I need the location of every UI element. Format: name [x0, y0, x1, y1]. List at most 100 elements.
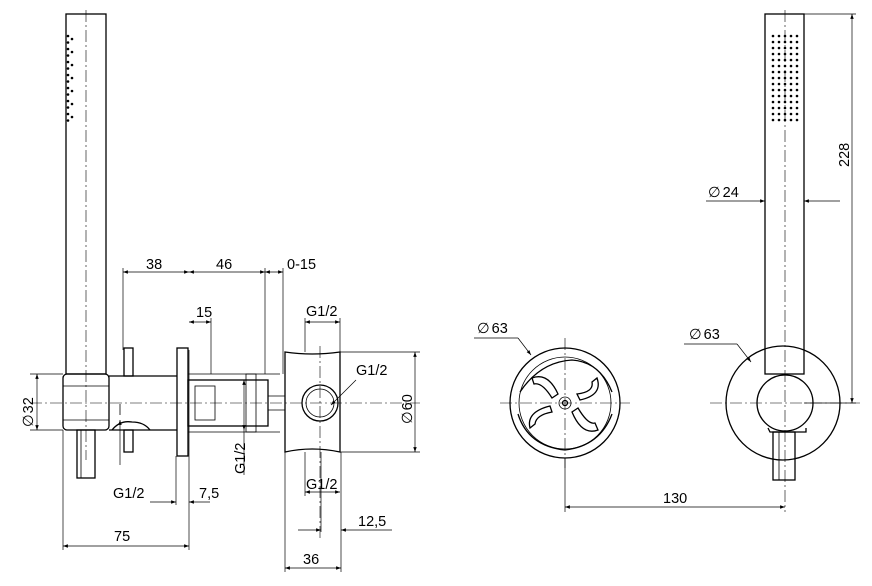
- nozzle-dot: [789, 118, 793, 122]
- nozzle-dot: [795, 100, 799, 104]
- dimension-lines: [35, 270, 417, 570]
- nozzle-dot: [771, 82, 775, 86]
- nozzle-dot: [789, 106, 793, 110]
- nozzle-dot: [795, 40, 799, 44]
- nozzle-dot: [66, 93, 70, 96]
- dim-dia-24-label: ∅24: [708, 185, 739, 201]
- nozzle-dot: [789, 64, 793, 68]
- nozzle-dot: [771, 100, 775, 104]
- dim-dia-63-side-label: ∅63: [689, 327, 720, 343]
- nozzle-dot: [783, 82, 787, 86]
- nozzle-dot: [789, 34, 793, 38]
- nozzle-dot: [777, 40, 781, 44]
- nozzle-dot: [789, 52, 793, 56]
- nozzle-dot: [795, 58, 799, 62]
- side-section-view: ∅32 38 46 0-15 15 G1/2 G1/2 ∅60 G1/2 G1/…: [21, 10, 420, 572]
- nozzle-dot: [771, 52, 775, 56]
- nozzle-dot: [789, 58, 793, 62]
- nozzle-dot: [771, 106, 775, 110]
- nozzle-dot: [789, 70, 793, 74]
- nozzle-dot: [783, 106, 787, 110]
- extension-lines: [30, 268, 420, 572]
- nozzle-dot: [795, 70, 799, 74]
- nozzle-dot: [70, 89, 74, 93]
- nozzle-dot: [795, 118, 799, 122]
- nozzle-dot: [66, 60, 70, 64]
- nozzle-dot: [777, 118, 781, 122]
- nozzle-dot: [777, 82, 781, 86]
- nozzle-dot: [777, 58, 781, 62]
- nozzle-dot: [66, 73, 70, 77]
- nozzle-dot: [66, 41, 70, 44]
- nozzle-dot: [66, 106, 70, 109]
- hand-shower: [65, 10, 107, 460]
- nozzle-dot: [783, 46, 787, 50]
- nozzle-dot: [789, 112, 793, 116]
- nozzle-dot: [70, 63, 74, 67]
- nozzle-dot: [789, 100, 793, 104]
- dim-7-5-label: 7,5: [199, 486, 219, 502]
- nozzle-dot: [789, 46, 793, 50]
- nozzle-dot: [795, 106, 799, 110]
- front-view-handle: ∅63: [474, 321, 630, 512]
- nozzle-dot: [777, 76, 781, 80]
- nozzle-dot: [789, 88, 793, 92]
- nozzle-dot: [66, 67, 70, 70]
- mixer-body: [30, 347, 420, 457]
- dim-75-label: 75: [114, 529, 130, 545]
- nozzle-dot: [789, 40, 793, 44]
- nozzle-dot: [795, 94, 799, 98]
- wall-box: [284, 346, 341, 538]
- nozzle-dot: [789, 82, 793, 86]
- dim-38-label: 38: [146, 257, 162, 273]
- nozzle-dot: [771, 94, 775, 98]
- spray-nozzles-left: [66, 34, 74, 122]
- dim-15-label: 15: [196, 305, 212, 321]
- nozzle-dot: [777, 52, 781, 56]
- dimension-labels: ∅32 38 46 0-15 15 G1/2 G1/2 ∅60 G1/2 G1/…: [21, 257, 416, 568]
- nozzle-dot: [777, 100, 781, 104]
- dim-46-label: 46: [216, 257, 232, 273]
- nozzle-dot: [777, 94, 781, 98]
- nozzle-dot: [66, 112, 70, 116]
- nozzle-dot: [795, 52, 799, 56]
- nozzle-dot: [777, 64, 781, 68]
- dim-0-15-label: 0-15: [287, 257, 316, 273]
- dim-dia-60-label: ∅60: [400, 394, 416, 424]
- dim-g12-vertical-label: G1/2: [233, 443, 249, 474]
- dim-g12-outlet-label: G1/2: [113, 486, 144, 502]
- nozzle-dot: [66, 34, 70, 38]
- nozzle-dot: [66, 54, 70, 57]
- nozzle-dot: [771, 34, 775, 38]
- nozzle-dot: [771, 64, 775, 68]
- dim-dia-32-label: ∅32: [21, 397, 37, 427]
- dim-12-5-label: 12,5: [358, 514, 386, 530]
- nozzle-dot: [771, 118, 775, 122]
- nozzle-dot: [777, 106, 781, 110]
- dim-130-label: 130: [663, 491, 687, 507]
- nozzle-dot: [777, 46, 781, 50]
- dim-g12-side-label: G1/2: [356, 363, 387, 379]
- nozzle-dot: [70, 50, 74, 54]
- front-view-shower: 228 ∅24 ∅63 130: [565, 10, 860, 512]
- shower-holder: [62, 373, 110, 479]
- nozzle-dot: [777, 34, 781, 38]
- nozzle-dot: [66, 119, 70, 122]
- nozzle-dot: [789, 76, 793, 80]
- nozzle-dot: [771, 46, 775, 50]
- nozzle-dot: [771, 58, 775, 62]
- nozzle-dot: [66, 80, 70, 83]
- nozzle-dot: [771, 76, 775, 80]
- nozzle-dot: [789, 94, 793, 98]
- nozzle-dot: [70, 102, 74, 106]
- dim-228-label: 228: [837, 143, 853, 167]
- dim-dia-63-front-label: ∅63: [477, 321, 508, 337]
- dim-g12-bottom-label: G1/2: [306, 477, 337, 493]
- nozzle-dot: [771, 40, 775, 44]
- spray-nozzles-front: [771, 34, 799, 122]
- nozzle-dot: [795, 64, 799, 68]
- nozzle-dot: [777, 112, 781, 116]
- nozzle-dot: [795, 34, 799, 38]
- nozzle-dot: [795, 46, 799, 50]
